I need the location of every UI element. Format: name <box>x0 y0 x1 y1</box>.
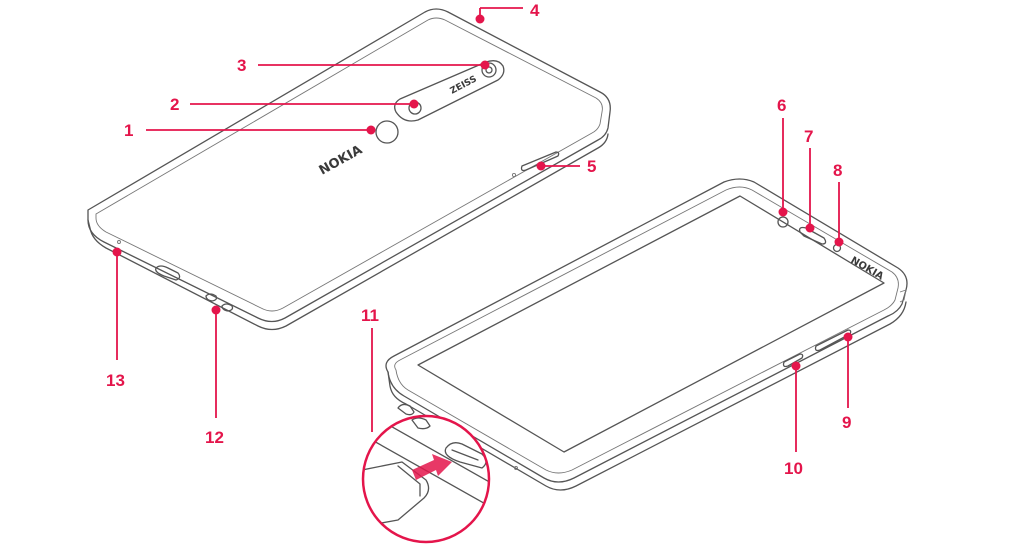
callout-dot-10 <box>791 361 801 371</box>
callout-label-4: 4 <box>530 1 540 20</box>
usb-zoom-inset <box>361 414 491 544</box>
earpiece <box>798 226 827 245</box>
callouts: 1 2 3 4 5 6 7 8 9 <box>106 1 853 478</box>
callout-label-8: 8 <box>833 161 842 180</box>
sim-card-slot <box>520 151 560 172</box>
callout-label-6: 6 <box>777 96 786 115</box>
loudspeaker <box>205 293 218 302</box>
callout-label-9: 9 <box>842 413 851 432</box>
callout-label-5: 5 <box>587 157 596 176</box>
power-key <box>782 353 804 368</box>
phone-back: ZEISS NOKIA <box>87 8 611 331</box>
phone-front-body <box>385 178 908 483</box>
callout-dot-3 <box>480 60 490 70</box>
callout-label-2: 2 <box>170 95 179 114</box>
callout-label-7: 7 <box>804 127 813 146</box>
front-brand-text: NOKIA <box>849 255 886 283</box>
microphone-hole <box>117 240 121 244</box>
callout-label-11: 11 <box>361 306 379 325</box>
callout-dot-13 <box>112 247 122 257</box>
callout-dot-6 <box>778 207 788 217</box>
back-brand-text: NOKIA <box>317 143 365 179</box>
display-screen <box>417 195 885 453</box>
phone-back-body <box>87 8 611 323</box>
front-camera <box>777 216 789 228</box>
back-usb-port <box>155 265 181 281</box>
fingerprint-sensor <box>375 120 399 144</box>
callout-label-12: 12 <box>205 428 224 447</box>
callout-dot-4 <box>475 14 485 24</box>
callout-dot-7 <box>805 223 815 233</box>
zoom-circle <box>361 414 491 544</box>
camera-module <box>394 60 505 122</box>
callout-label-3: 3 <box>237 56 246 75</box>
callout-label-10: 10 <box>784 459 803 478</box>
insert-arrow <box>412 454 452 480</box>
callout-label-1: 1 <box>124 121 133 140</box>
callout-dot-2 <box>409 99 419 109</box>
callout-dot-8 <box>834 237 844 247</box>
camera-brand-text: ZEISS <box>449 74 479 96</box>
callout-dot-12 <box>211 305 221 315</box>
callout-dot-1 <box>366 125 376 135</box>
usb-cable <box>363 461 430 525</box>
callout-label-13: 13 <box>106 371 125 390</box>
callout-dot-5 <box>536 161 546 171</box>
callout-dot-9 <box>843 332 853 342</box>
